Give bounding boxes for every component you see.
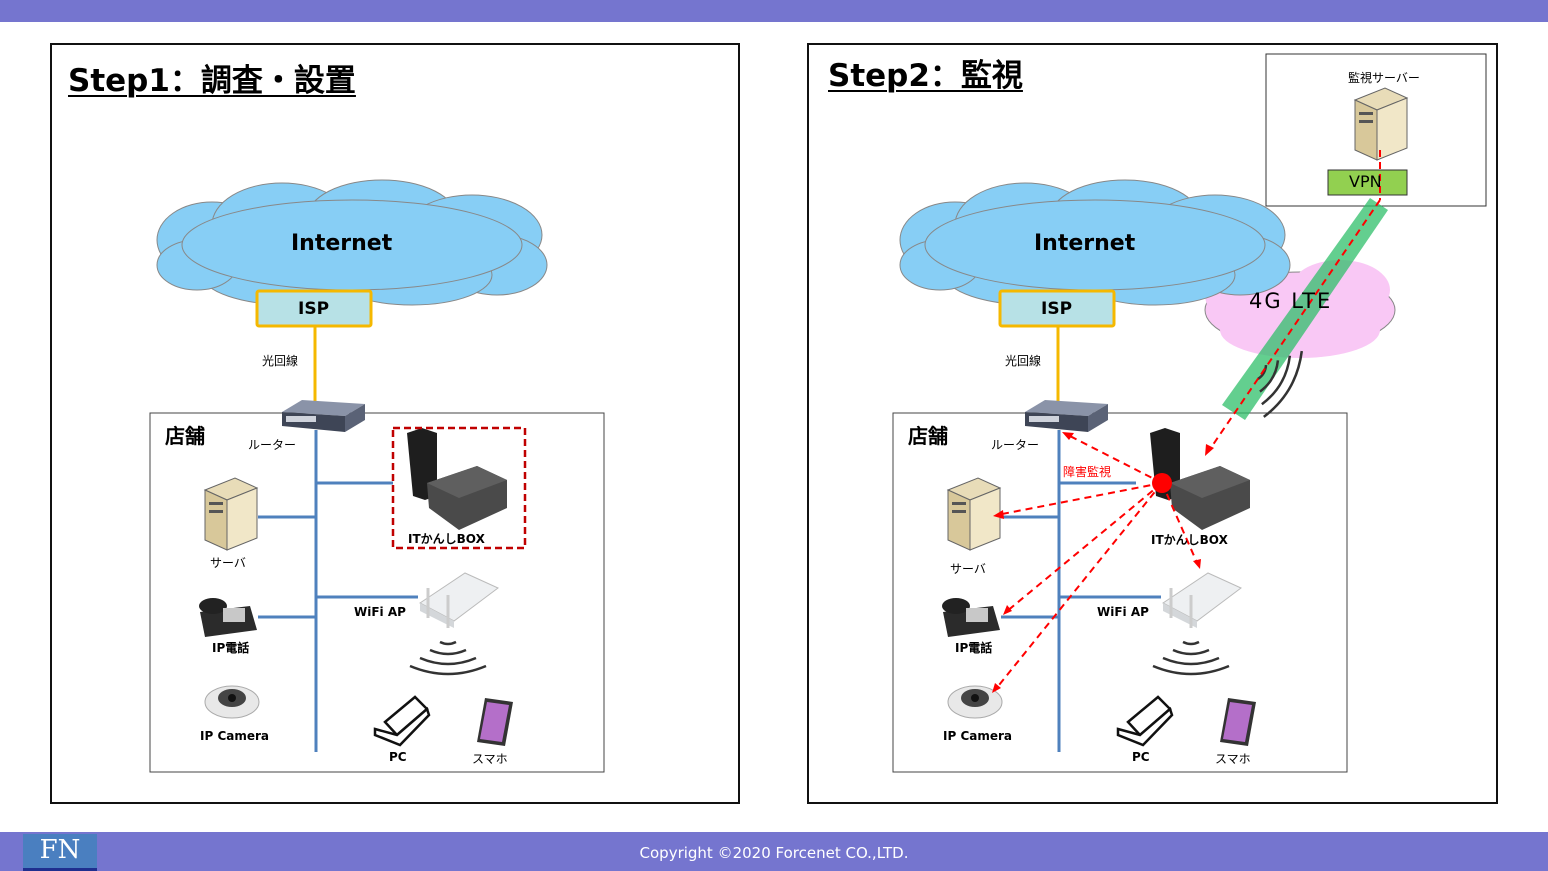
router-label: ルーター xyxy=(991,438,1040,452)
wifi-label: WiFi AP xyxy=(1097,605,1149,619)
ipphone-label: IP電話 xyxy=(212,641,250,655)
top-bar xyxy=(0,0,1548,22)
internet-label: Internet xyxy=(291,231,393,256)
smartphone-label: スマホ xyxy=(1215,752,1251,766)
step1-frame xyxy=(50,43,740,804)
monitor-point xyxy=(1152,473,1172,493)
step2-frame xyxy=(807,43,1498,804)
shop-label: 店舗 xyxy=(908,424,948,448)
fault-monitor-label: 障害監視 xyxy=(1063,465,1112,479)
ipphone-label: IP電話 xyxy=(955,641,993,655)
pc-label: PC xyxy=(1132,750,1150,764)
wifi-label: WiFi AP xyxy=(354,605,406,619)
monitor-server-label: 監視サーバー xyxy=(1348,71,1420,85)
step1-title: Step1：調査・設置 xyxy=(68,63,356,99)
router-label: ルーター xyxy=(248,438,297,452)
fiber-label: 光回線 xyxy=(262,354,299,368)
lte-label: 4G LTE xyxy=(1249,289,1333,313)
server-label: サーバ xyxy=(950,562,986,576)
pc-label: PC xyxy=(389,750,407,764)
arrowheads xyxy=(992,432,1214,693)
vpn-box xyxy=(1327,169,1408,196)
step1-network xyxy=(150,180,604,772)
monitor-server-icon xyxy=(1354,87,1408,161)
smartphone-label: スマホ xyxy=(472,752,508,766)
step2-network xyxy=(893,180,1347,772)
isp-label: ISP xyxy=(1041,299,1073,319)
monitoring-arrows xyxy=(994,150,1381,691)
copyright-text: Copyright ©2020 Forcenet CO.,LTD. xyxy=(639,844,909,862)
itbox-label: ITかんしBOX xyxy=(408,532,485,546)
footer-bar xyxy=(0,832,1548,871)
step2-title: Step2：監視 xyxy=(828,58,1023,94)
fiber-label: 光回線 xyxy=(1005,354,1042,368)
shop-label: 店舗 xyxy=(165,424,205,448)
server-label: サーバ xyxy=(210,556,246,570)
forcenet-logo: FN xyxy=(23,834,97,871)
isp-label: ISP xyxy=(298,299,330,319)
camera-label: IP Camera xyxy=(943,729,1012,743)
itbox-label: ITかんしBOX xyxy=(1151,533,1228,547)
internet-label: Internet xyxy=(1034,231,1136,256)
itbox-install-highlight xyxy=(391,426,527,550)
vpn-label: VPN xyxy=(1349,172,1382,191)
camera-label: IP Camera xyxy=(200,729,269,743)
